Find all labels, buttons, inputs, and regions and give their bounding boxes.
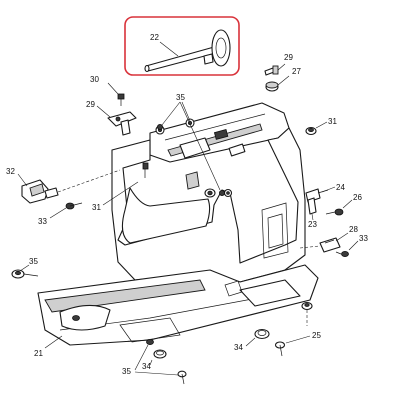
leader-22 (159, 41, 179, 57)
upper-arm-body (149, 102, 290, 163)
screw-part-30 (107, 82, 125, 106)
label-35-top: 35 (176, 93, 185, 102)
foot-part-34-bottom (149, 349, 167, 366)
label-30: 30 (90, 75, 99, 84)
screw-part-31-left (102, 162, 149, 206)
label-35-bottom: 35 (122, 367, 131, 376)
spool-pin-part-22 (144, 29, 231, 73)
label-24: 24 (336, 183, 345, 192)
screw-part-29-top (264, 63, 286, 76)
switch-part-28 (299, 232, 349, 253)
screws-part-35-top (156, 101, 225, 196)
label-28: 28 (349, 225, 358, 234)
foot-part-34-right (245, 328, 270, 347)
spring-part-24 (305, 186, 336, 203)
label-23: 23 (308, 220, 317, 229)
screw-part-33-right (335, 240, 359, 257)
latch-part-32 (17, 169, 121, 204)
screw-part-31-right (305, 121, 328, 136)
label-26: 26 (353, 193, 362, 202)
screw-part-33-left (49, 202, 83, 219)
label-29-top: 29 (284, 53, 293, 62)
label-22: 22 (150, 33, 159, 42)
bracket-part-29 (96, 105, 137, 136)
label-25: 25 (312, 331, 321, 340)
screw-part-25 (274, 301, 313, 357)
label-34-right: 34 (234, 343, 243, 352)
label-27: 27 (292, 67, 301, 76)
label-31-right: 31 (328, 117, 337, 126)
label-31-left: 31 (92, 203, 101, 212)
label-33-right: 33 (359, 234, 368, 243)
screws-part-35-bottom (134, 338, 187, 385)
screw-part-35-left (11, 264, 39, 279)
label-35-left: 35 (29, 257, 38, 266)
label-34-bottom: 34 (142, 362, 151, 371)
highlight-box (124, 16, 240, 76)
label-21: 21 (34, 349, 43, 358)
screw-part-26 (325, 199, 353, 216)
cap-part-27 (265, 75, 290, 92)
lever-part-23 (307, 197, 317, 221)
label-33-left: 33 (38, 217, 47, 226)
label-32: 32 (6, 167, 15, 176)
label-29-left: 29 (86, 100, 95, 109)
bottom-base-part-21 (37, 264, 319, 349)
